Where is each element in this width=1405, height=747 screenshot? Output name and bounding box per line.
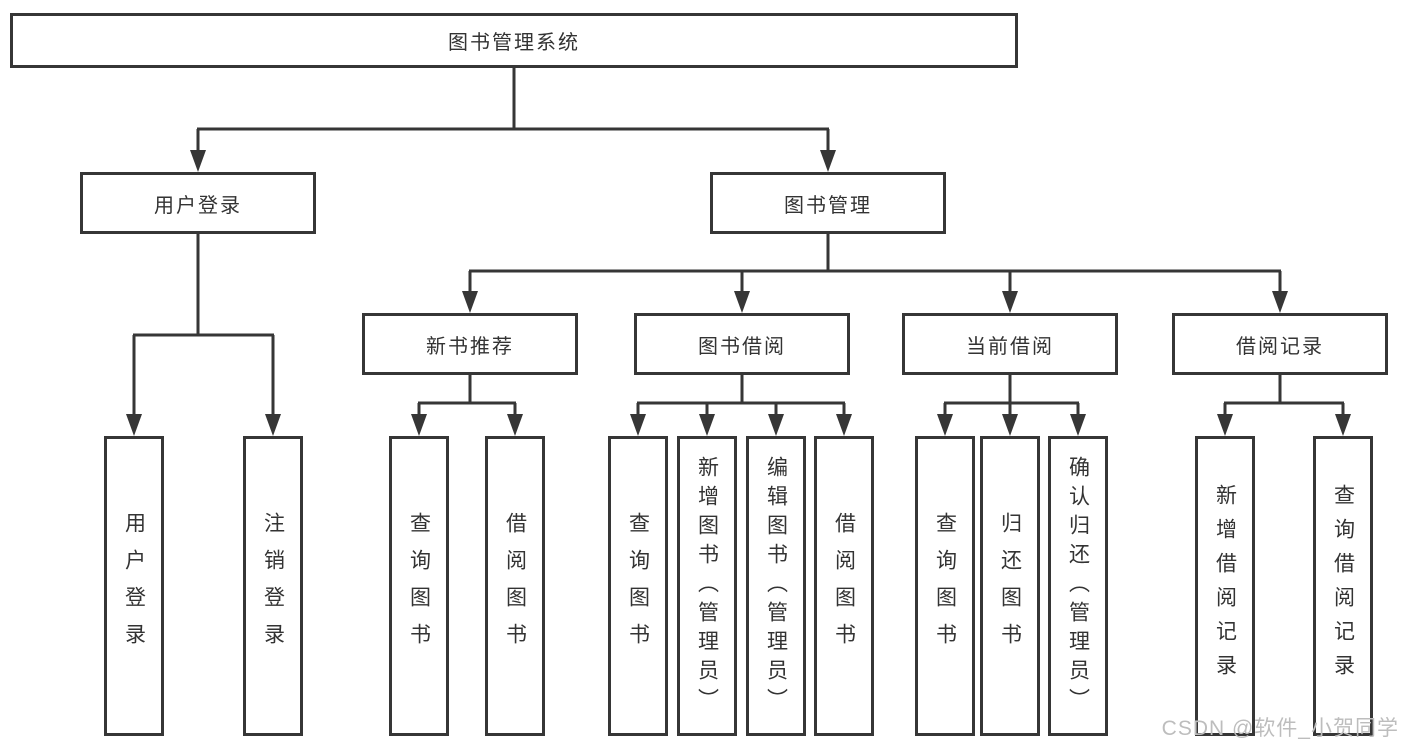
leaf-user-login: 用户登录	[104, 436, 164, 736]
node-label: 用户登录	[122, 512, 146, 660]
leaf-query-books-recommend: 查询图书	[389, 436, 449, 736]
leaf-return-books: 归还图书	[980, 436, 1040, 736]
leaf-borrow-books: 借阅图书	[814, 436, 874, 736]
node-label: 图书借阅	[698, 335, 786, 358]
node-current-borrowing: 当前借阅	[902, 313, 1118, 375]
watermark: CSDN @软件_小贺同学	[1161, 717, 1399, 740]
leaf-confirm-return-admin: 确认归还（管理员）	[1048, 436, 1108, 736]
node-label: 查询图书	[407, 512, 431, 660]
node-label: 用户登录	[154, 194, 242, 217]
leaf-query-books-borrowing: 查询图书	[608, 436, 668, 736]
node-label: 注销登录	[261, 512, 285, 660]
leaf-add-borrow-record: 新增借阅记录	[1195, 436, 1255, 736]
leaf-query-borrow-record: 查询借阅记录	[1313, 436, 1373, 736]
leaf-logout: 注销登录	[243, 436, 303, 736]
node-label: 归还图书	[998, 512, 1022, 660]
node-label: 图书管理	[784, 194, 872, 217]
node-book-borrowing: 图书借阅	[634, 313, 850, 375]
node-label: 查询图书	[933, 512, 957, 660]
node-label: 借阅记录	[1236, 335, 1324, 358]
node-label: 查询图书	[626, 512, 650, 660]
node-label: 编辑图书（管理员）	[764, 455, 788, 717]
node-library-management-system: 图书管理系统	[10, 13, 1018, 68]
node-label: 新增图书（管理员）	[695, 455, 719, 717]
node-label: 新增借阅记录	[1213, 484, 1237, 688]
node-book-management-module: 图书管理	[710, 172, 946, 234]
node-label: 借阅图书	[503, 512, 527, 660]
node-label: 借阅图书	[832, 512, 856, 660]
node-borrowing-records: 借阅记录	[1172, 313, 1388, 375]
leaf-edit-book-admin: 编辑图书（管理员）	[746, 436, 806, 736]
node-new-book-recommendation: 新书推荐	[362, 313, 578, 375]
node-label: 确认归还（管理员）	[1066, 455, 1090, 717]
node-label: 图书管理系统	[448, 32, 580, 54]
node-label: 新书推荐	[426, 335, 514, 358]
node-user-login-module: 用户登录	[80, 172, 316, 234]
leaf-borrow-books-recommend: 借阅图书	[485, 436, 545, 736]
leaf-query-books-current: 查询图书	[915, 436, 975, 736]
node-label: 当前借阅	[966, 335, 1054, 358]
leaf-add-book-admin: 新增图书（管理员）	[677, 436, 737, 736]
node-label: 查询借阅记录	[1331, 484, 1355, 688]
